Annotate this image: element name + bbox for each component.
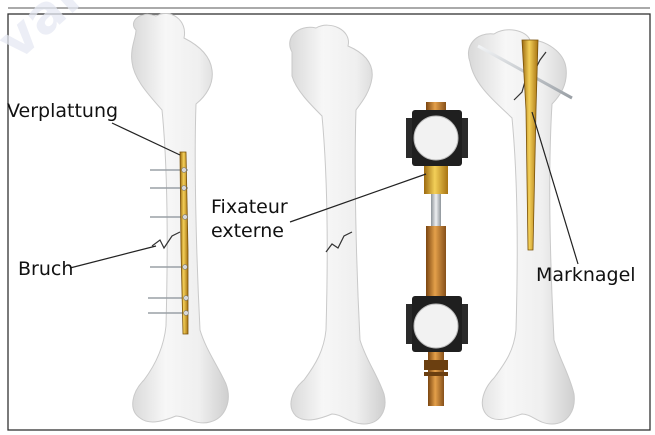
fixator-clamp-upper — [406, 110, 468, 166]
fixator-clamp-lower — [406, 296, 468, 352]
label-bruch: Bruch — [18, 258, 73, 280]
femur-intramedullary-nail — [468, 30, 574, 424]
leader-bruch — [70, 246, 156, 268]
femur-external-fixator — [290, 25, 476, 424]
label-verplattung: Verplattung — [7, 100, 118, 122]
label-fixateur: Fixateur — [211, 196, 288, 218]
fixator-rod-steel — [431, 190, 441, 230]
watermark: varle — [0, 0, 136, 72]
femur-plating — [132, 13, 229, 422]
leader-fixateur — [290, 174, 426, 222]
label-marknagel: Marknagel — [536, 264, 636, 286]
label-externe: externe — [211, 220, 284, 242]
